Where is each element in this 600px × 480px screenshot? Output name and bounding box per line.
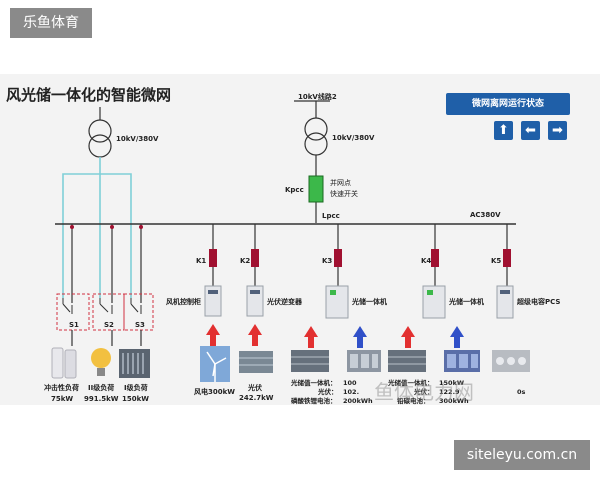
pcc-switch: [308, 175, 324, 203]
k3-spec-line1-val: 100: [343, 379, 357, 387]
brand-badge: 乐鱼体育: [10, 8, 92, 38]
arrow-up-red-k3: [304, 326, 318, 348]
microgrid-diagram: 风光储一体化的智能微网 10kV/380V 10kV线路2 10kV/380V …: [6, 86, 560, 405]
svg-text:S1: S1: [69, 321, 79, 329]
wind-turbine-image: [200, 346, 230, 382]
svg-text:S2: S2: [104, 321, 114, 329]
svg-text:K3: K3: [322, 257, 332, 265]
grid-point-label-1: 并网点: [330, 178, 351, 187]
k4-spec-line3: 铅碳电池：: [397, 396, 430, 405]
teal-line-1: [62, 157, 101, 298]
arrow-up-red-k2: [248, 324, 262, 346]
transformer-left-top: [88, 119, 112, 143]
bus-label: AC380V: [470, 211, 501, 219]
k3-spec-line3-val: 200kWh: [343, 397, 373, 405]
k4-spec-line2-val: 122.9: [439, 388, 460, 396]
diagram-title: 风光储一体化的智能微网: [6, 86, 171, 104]
k4-spec-line1-val: 150kW: [439, 379, 464, 387]
load-feeder-3: [139, 224, 143, 303]
load-device-impact: [51, 347, 77, 379]
load-feeder-2: [110, 224, 114, 303]
islanded-status-button[interactable]: 微网离网运行状态: [446, 93, 570, 115]
teal-line-3: [100, 173, 132, 298]
k4-spec-line1: 光储值一体机：: [387, 378, 434, 387]
switch-s1: S1: [56, 293, 90, 331]
svg-text:光伏逆变器: 光伏逆变器: [266, 297, 303, 306]
pv-array-image-k3: [291, 350, 329, 372]
feeder-k1: K1: [196, 224, 217, 287]
k3-spec-line2-val: 102.: [343, 388, 359, 396]
feeder-k3: K3: [322, 224, 342, 287]
pv-array-image-k4: [388, 350, 426, 372]
cabinet-supercap-pcs: 超级电容PCS: [496, 285, 560, 319]
cabinet-pv-inverter: 光伏逆变器: [246, 285, 303, 317]
grid-point-label-2: 快速开关: [330, 189, 358, 198]
supercap-image: [492, 350, 530, 372]
svg-text:K4: K4: [421, 257, 431, 265]
k4-spec-line3-val: 300kWh: [439, 397, 469, 405]
transformer-main-top: [304, 117, 328, 141]
load-value-2: 991.5kW: [84, 395, 119, 403]
transformer-left-bottom: [88, 134, 112, 158]
transformer-main-bottom: [304, 132, 328, 156]
site-url-badge: siteleyu.com.cn: [454, 440, 590, 470]
transformer-left-label: 10kV/380V: [116, 135, 159, 143]
up-arrow-button[interactable]: ⬆: [494, 121, 513, 140]
svg-text:超级电容PCS: 超级电容PCS: [517, 297, 560, 306]
svg-text:光储一体机: 光储一体机: [448, 297, 484, 306]
k5-spec-val: 0s: [517, 388, 526, 396]
cabinet-wind-controller: 风机控制柜: [166, 285, 222, 317]
wind-label: 风电300kW: [194, 387, 235, 396]
load-value-1: 75kW: [51, 395, 73, 403]
k3-spec-line3: 磷酸铁锂电池：: [291, 396, 337, 405]
pv-label-2: 242.7kW: [239, 394, 274, 402]
arrow-up-red-k4: [401, 326, 415, 348]
svg-text:光储一体机: 光储一体机: [351, 297, 387, 306]
svg-text:风机控制柜: 风机控制柜: [166, 297, 201, 306]
k3-spec-line1: 光储值一体机：: [290, 378, 337, 387]
load-device-server: [119, 349, 150, 378]
arrow-up-blue-k4: [450, 326, 464, 348]
switch-s2: S2: [92, 293, 125, 331]
svg-text:K1: K1: [196, 257, 206, 265]
load-device-bulb: [91, 348, 111, 376]
pv-label-1: 光伏: [247, 383, 262, 392]
load-name-2: II级负荷: [88, 383, 114, 392]
feeder-k2: K2: [240, 224, 259, 287]
left-arrow-button[interactable]: ⬅: [521, 121, 540, 140]
right-arrow-button[interactable]: ➡: [548, 121, 567, 140]
svg-text:K2: K2: [240, 257, 250, 265]
feeder-k4: K4: [421, 224, 439, 287]
cabinet-pv-storage-1: 光储一体机: [325, 285, 387, 319]
svg-text:S3: S3: [135, 321, 145, 329]
switch-s3: S3: [123, 293, 154, 331]
load-feeder-1: [70, 224, 74, 303]
lpcc-label: Lpcc: [322, 212, 340, 220]
arrow-up-red-k1: [206, 324, 220, 346]
pv-panel-image: [239, 351, 273, 373]
line-label: 10kV线路2: [298, 92, 337, 101]
k3-spec-line2: 光伏：: [317, 387, 338, 396]
battery-image-k4: [444, 350, 480, 372]
cabinet-pv-storage-2: 光储一体机: [422, 285, 484, 319]
load-value-3: 150kW: [122, 395, 149, 403]
arrow-up-blue-k3: [353, 326, 367, 348]
load-name-1: 冲击性负荷: [44, 383, 79, 392]
feeder-k5: K5: [491, 224, 511, 287]
load-name-3: I级负荷: [124, 383, 148, 392]
transformer-main-label: 10kV/380V: [332, 134, 375, 142]
svg-text:K5: K5: [491, 257, 501, 265]
watermark: 鱼体电力网: [374, 380, 474, 404]
kpcc-label: Kpcc: [285, 186, 304, 194]
battery-image-k3: [347, 350, 381, 372]
k4-spec-line2: 光伏：: [413, 387, 434, 396]
